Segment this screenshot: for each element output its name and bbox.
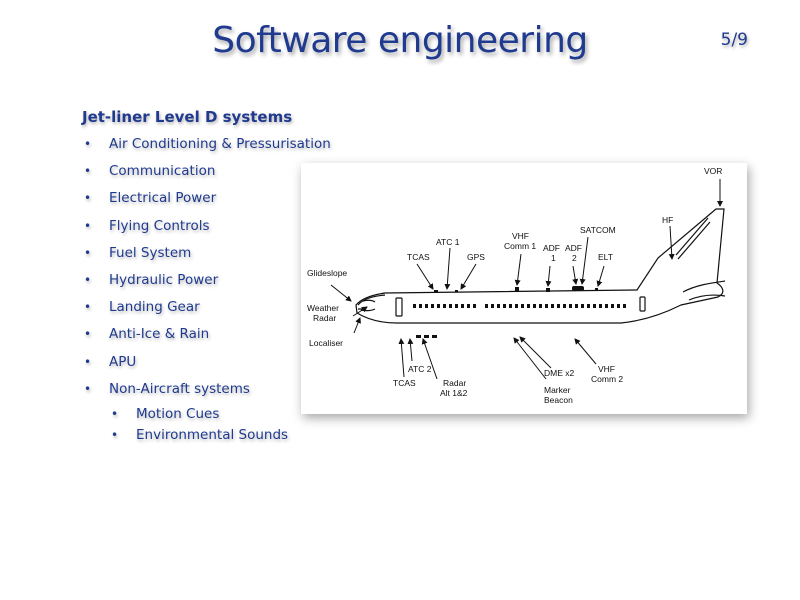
systems-list: • Air Conditioning & Pressurisation • Comm…: [82, 134, 331, 406]
label-hf: HF: [662, 215, 673, 225]
bullet-icon: •: [84, 272, 92, 287]
list-item-label: Fuel System: [109, 244, 192, 261]
label-glideslope: Glideslope: [307, 268, 347, 278]
label-marker-line2: Beacon: [544, 395, 573, 405]
sublist-item: • Motion Cues: [109, 404, 288, 425]
bullet-icon: •: [84, 218, 92, 233]
list-item: • APU: [82, 352, 331, 379]
non-aircraft-sublist: • Motion Cues • Environmental Sounds: [109, 404, 288, 446]
list-item: • Non-Aircraft systems: [82, 379, 331, 406]
sublist-item-label: Motion Cues: [136, 406, 220, 422]
aircraft-drawing: VOR HF SATCOM ATC 1 VHF Comm 1 ADF 1 ADF…: [307, 166, 726, 405]
label-vhf1-line1: VHF: [512, 231, 529, 241]
label-weather-line2: Radar: [313, 313, 336, 323]
list-item-label: Flying Controls: [109, 217, 210, 234]
list-item-label: Communication: [109, 163, 216, 180]
bullet-icon: •: [111, 407, 119, 421]
label-weather-line1: Weather: [307, 303, 339, 313]
bullet-icon: •: [84, 354, 92, 369]
bullet-icon: •: [84, 137, 92, 151]
diagram-labels: VOR HF SATCOM ATC 1 VHF Comm 1 ADF 1 ADF…: [307, 166, 722, 405]
label-atc1: ATC 1: [436, 237, 460, 247]
list-item: • Landing Gear: [82, 297, 331, 324]
list-item-label: Non-Aircraft systems: [109, 380, 250, 397]
list-item: • Communication: [82, 161, 331, 188]
page-number: 5/9: [720, 30, 748, 50]
label-adf2-line1: ADF: [565, 243, 582, 253]
label-localiser: Localiser: [309, 338, 343, 348]
label-vhf2-line1: VHF: [598, 364, 615, 374]
label-radar-line1: Radar: [443, 378, 466, 388]
label-adf1-line1: ADF: [543, 243, 560, 253]
label-vor: VOR: [704, 166, 722, 176]
top-antennas: [434, 286, 598, 293]
bullet-icon: •: [84, 164, 92, 179]
list-item-label: APU: [109, 353, 137, 370]
label-elt: ELT: [598, 252, 613, 262]
list-item-label: Landing Gear: [109, 299, 200, 316]
label-radar-line2: Alt 1&2: [440, 388, 468, 398]
list-item: • Flying Controls: [82, 216, 331, 243]
label-tcas-top: TCAS: [407, 252, 430, 262]
label-gps: GPS: [467, 252, 485, 262]
label-adf2-line2: 2: [572, 253, 577, 263]
aircraft-antenna-diagram: VOR HF SATCOM ATC 1 VHF Comm 1 ADF 1 ADF…: [301, 163, 747, 414]
label-satcom: SATCOM: [580, 225, 616, 235]
list-item-label: Hydraulic Power: [109, 271, 219, 288]
slide-title: Software engineering: [212, 20, 588, 61]
list-item: • Electrical Power: [82, 188, 331, 215]
list-item: • Fuel System: [82, 243, 331, 270]
list-item: • Air Conditioning & Pressurisation: [82, 134, 331, 161]
list-item-label: Electrical Power: [109, 190, 217, 207]
bullet-icon: •: [84, 245, 92, 260]
window-row: [413, 304, 626, 338]
label-adf1-line2: 1: [551, 253, 556, 263]
list-item: • Hydraulic Power: [82, 270, 331, 297]
list-item: • Anti-Ice & Rain: [82, 324, 331, 351]
list-item-label: Anti-Ice & Rain: [109, 326, 210, 343]
bullet-icon: •: [84, 381, 92, 396]
fuselage: [355, 208, 726, 324]
sublist-item-label: Environmental Sounds: [136, 427, 289, 443]
bullet-icon: •: [111, 428, 119, 442]
section-heading: Jet-liner Level D systems: [82, 108, 293, 126]
label-vhf2-line2: Comm 2: [591, 374, 623, 384]
bullet-icon: •: [84, 327, 92, 342]
label-marker-line1: Marker: [544, 385, 571, 395]
label-tcas-bottom: TCAS: [393, 378, 416, 388]
label-dme: DME x2: [544, 368, 575, 378]
label-atc2: ATC 2: [408, 364, 432, 374]
sublist-item: • Environmental Sounds: [109, 425, 288, 446]
bullet-icon: •: [84, 191, 92, 206]
bullet-icon: •: [84, 300, 92, 315]
list-item-label: Air Conditioning & Pressurisation: [109, 136, 331, 152]
label-vhf1-line2: Comm 1: [504, 241, 536, 251]
pointer-arrows: [330, 179, 723, 380]
